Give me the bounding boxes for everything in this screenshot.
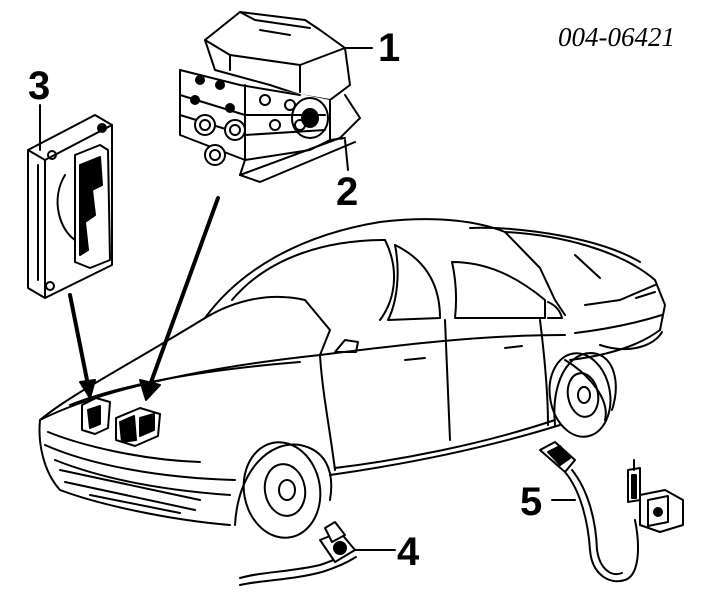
callout-label-1: 1 bbox=[378, 26, 401, 70]
drawing-code: 004-06421 bbox=[558, 22, 675, 52]
wheel-speed-sensor-rear bbox=[539, 441, 684, 583]
callout-arrows bbox=[68, 196, 220, 401]
wheel-speed-sensor-front bbox=[239, 521, 396, 586]
callout-label-3: 3 bbox=[28, 64, 51, 108]
callout-label-5: 5 bbox=[520, 480, 543, 524]
control-module bbox=[27, 104, 113, 299]
car-illustration bbox=[38, 218, 666, 539]
callout-label-2: 2 bbox=[336, 170, 359, 214]
callout-label-4: 4 bbox=[397, 530, 420, 574]
hcu-assembly bbox=[179, 11, 373, 183]
